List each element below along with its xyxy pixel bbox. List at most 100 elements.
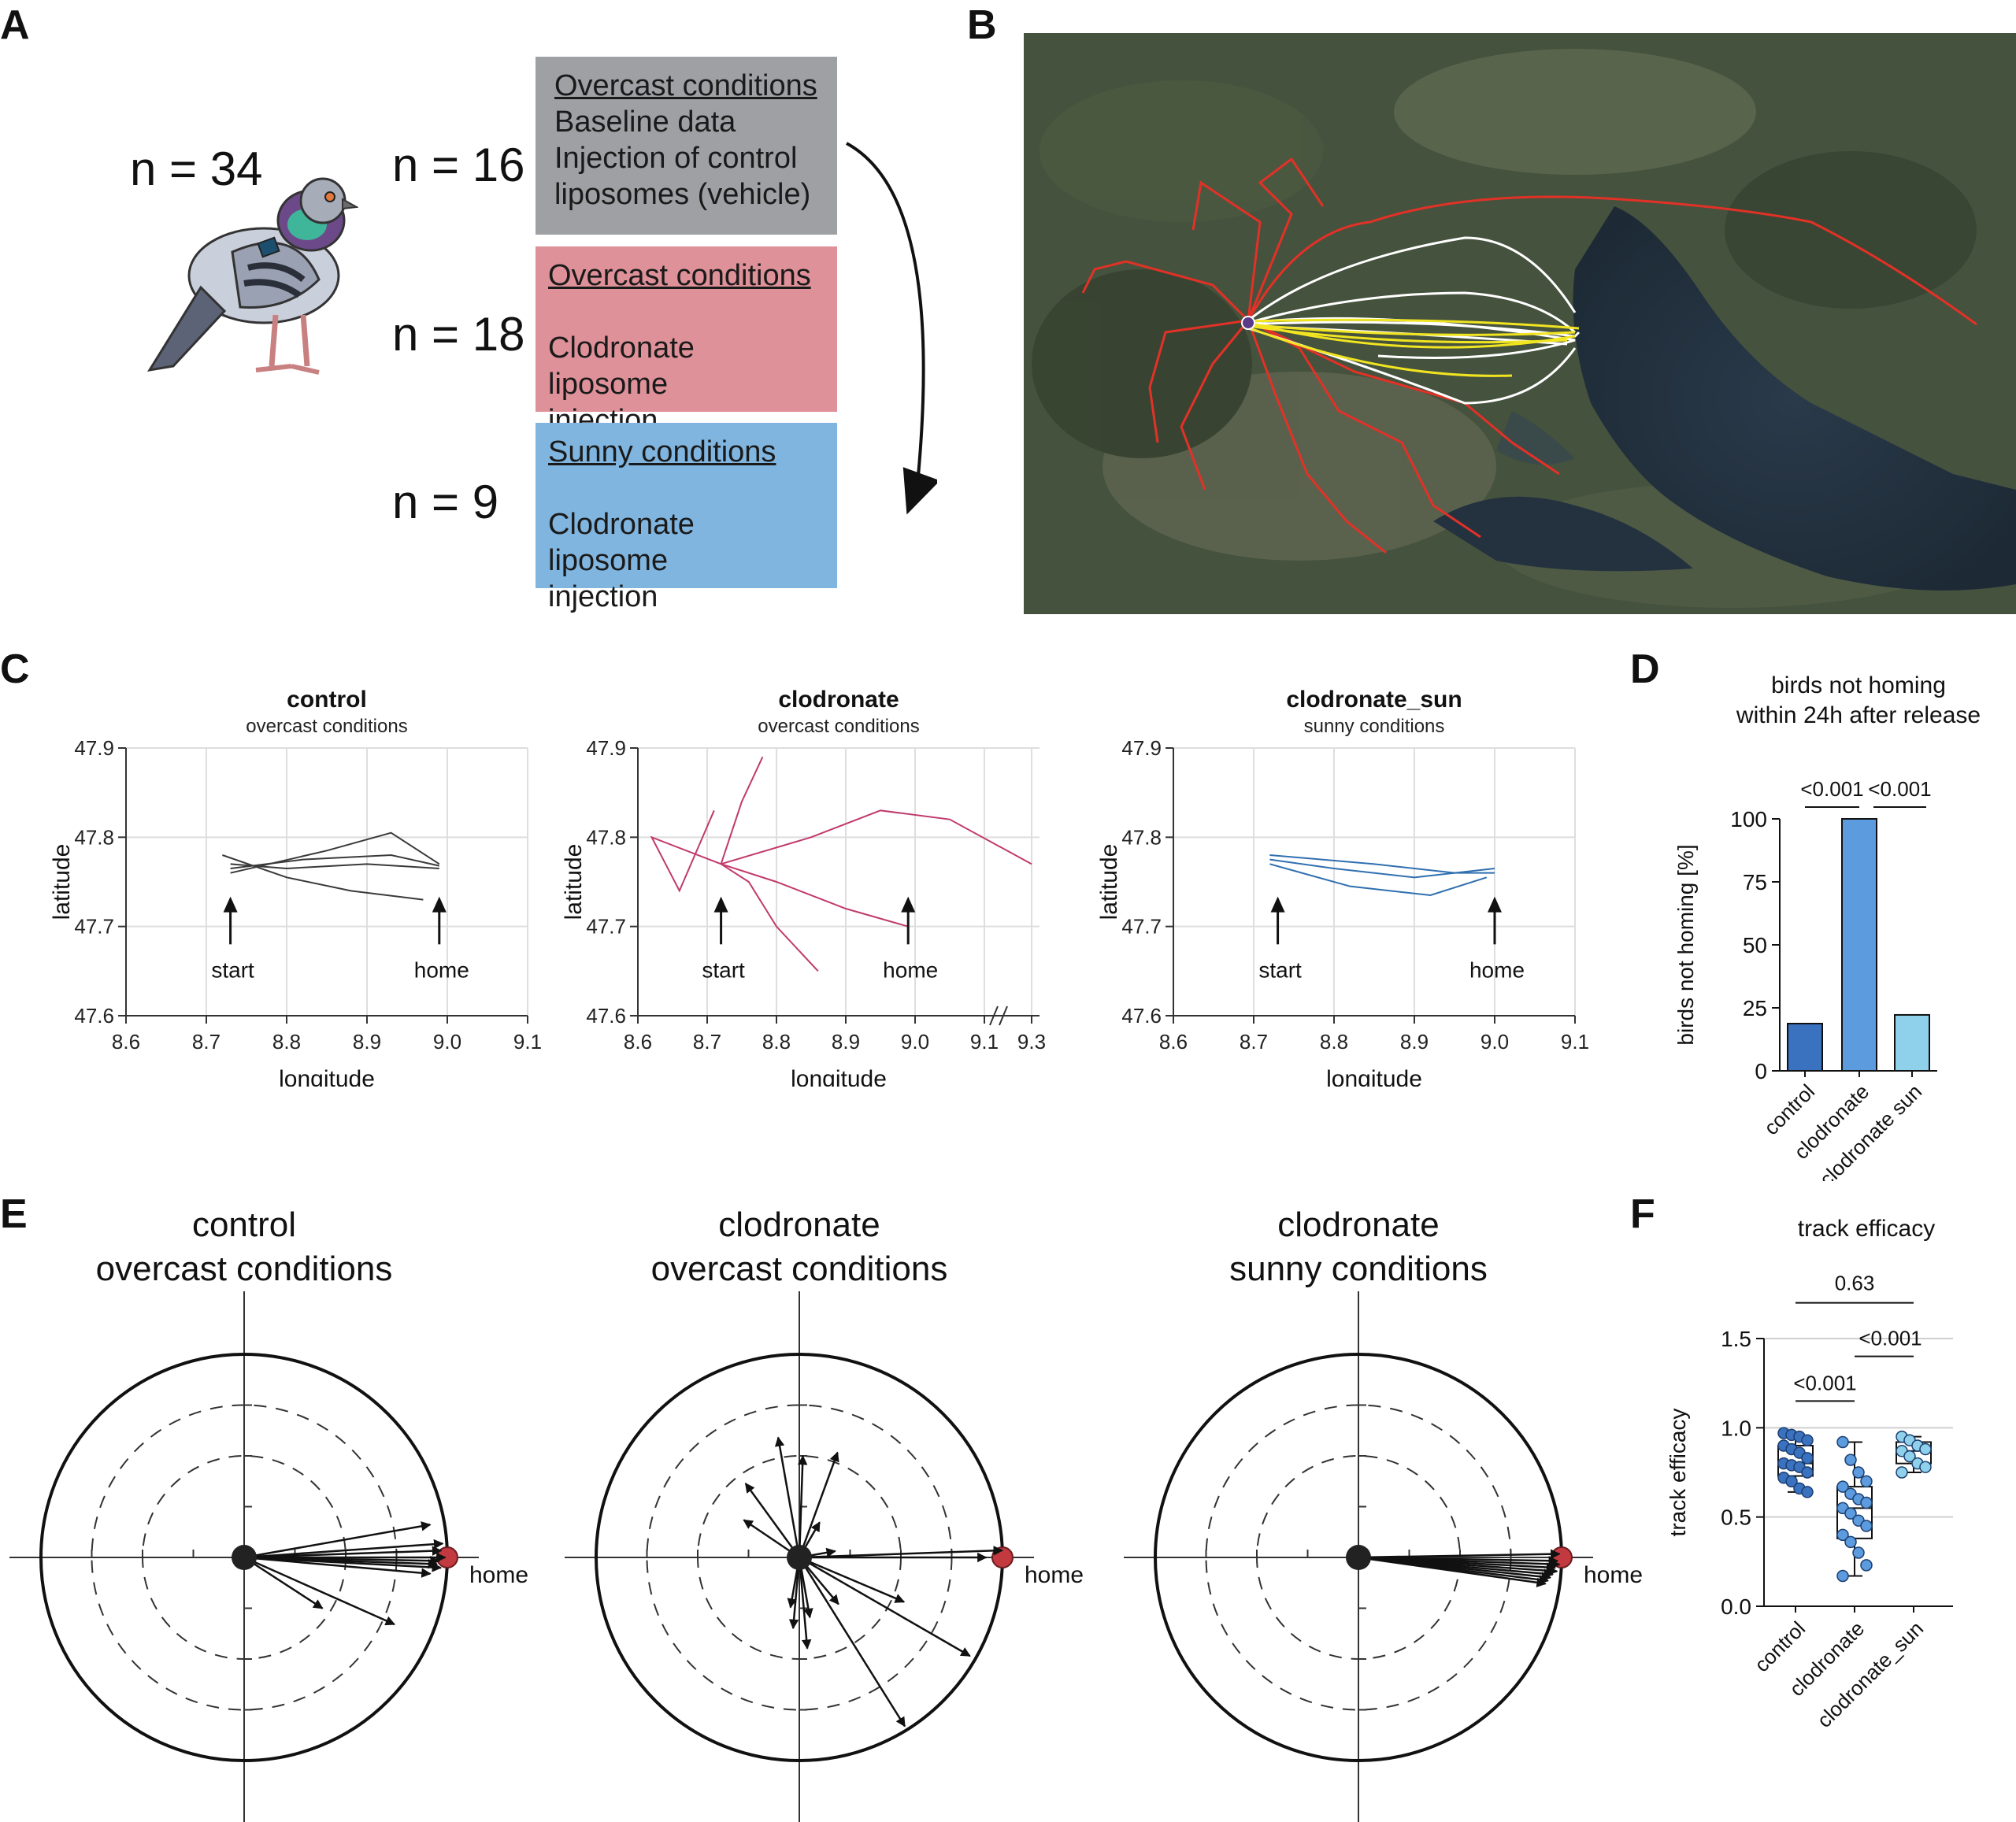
x-tick-label: 9.1 [970, 1030, 999, 1054]
group-box-sun: Sunny conditions Clodronate liposome inj… [536, 423, 837, 613]
x-tick-label: 9.1 [513, 1030, 542, 1054]
x-tick-label: 8.8 [762, 1030, 791, 1054]
n-group-2: n = 18 [392, 308, 525, 361]
vector-plot-2: clodronate overcast conditions home [565, 1205, 1084, 1822]
y-tick-label: 47.7 [586, 915, 626, 939]
group-box-clodronate: Overcast conditions Clodronate liposome … [536, 246, 837, 437]
data-point [1852, 1466, 1865, 1479]
x-axis-label: longitude [791, 1066, 887, 1087]
plot-subtitle: overcast conditions [651, 1250, 948, 1288]
x-tick-label: 8.6 [112, 1030, 140, 1054]
group-box-line: Baseline data [554, 106, 736, 139]
x-tick-label: 9.0 [901, 1030, 929, 1054]
plot-title: clodronate [718, 1205, 880, 1244]
home-label: home [1025, 1562, 1084, 1588]
y-tick-label: 47.9 [1121, 736, 1162, 760]
group-box-line: Injection of control [554, 142, 798, 175]
direction-vector [1358, 1556, 1549, 1585]
y-axis-label: latitude [1096, 844, 1122, 920]
x-tick-label: 9.1 [1561, 1030, 1589, 1054]
annotation-arrowhead [1270, 896, 1285, 913]
group-box-title: Overcast conditions [548, 259, 811, 292]
y-tick-label: 47.7 [1121, 915, 1162, 939]
sequence-arrow [846, 142, 937, 515]
direction-vector [243, 1556, 396, 1626]
group-box-title: Overcast conditions [554, 69, 817, 102]
x-tick-label: 8.9 [1400, 1030, 1429, 1054]
y-tick-label: 100 [1730, 807, 1767, 831]
data-point [1836, 1435, 1849, 1449]
data-point [1785, 1475, 1798, 1488]
chart-title: birds not homing [1771, 672, 1946, 698]
y-axis-label: birds not homing [%] [1673, 844, 1698, 1045]
tracks-clodronate [1081, 157, 1977, 554]
group-box-control: Overcast conditions Baseline data Inject… [536, 57, 837, 235]
data-point [1919, 1442, 1932, 1456]
direction-vector [1358, 1556, 1561, 1569]
group-box-line [548, 470, 820, 506]
y-tick-label: 47.6 [586, 1004, 626, 1028]
significance-label: <0.001 [1800, 777, 1863, 801]
y-axis-label: latitude [561, 844, 587, 920]
x-tick-label: 8.9 [832, 1030, 860, 1054]
x-tick-label: 8.8 [272, 1030, 301, 1054]
data-point [1836, 1480, 1849, 1493]
direction-vector [798, 1451, 839, 1558]
direction-vector [1358, 1556, 1558, 1576]
annotation-arrowhead [713, 896, 728, 913]
axis-break [989, 1005, 1008, 1026]
direction-vector [797, 1454, 808, 1558]
direction-vector [243, 1539, 444, 1559]
n-group-1: n = 16 [392, 139, 525, 191]
trajectory-line [222, 854, 424, 901]
annotation-label: home [1469, 957, 1525, 982]
data-point [1844, 1507, 1857, 1520]
direction-vector [799, 1556, 906, 1603]
release-site-marker [1241, 316, 1255, 330]
x-axis-label: longitude [1326, 1066, 1422, 1087]
x-tick-label: 8.7 [693, 1030, 721, 1054]
trajectory-line [1269, 854, 1495, 874]
plot-subtitle: sunny conditions [1304, 716, 1445, 737]
trajectory-line [721, 863, 819, 972]
direction-vector [243, 1556, 443, 1572]
plot-subtitle: overcast conditions [758, 716, 919, 737]
y-tick-label: 47.6 [1121, 1004, 1162, 1028]
panel-label-f: F [1630, 1191, 1655, 1237]
y-tick-label: 0 [1755, 1059, 1767, 1083]
plot-title: clodronate [1277, 1205, 1439, 1244]
direction-vector [799, 1556, 971, 1657]
plot-title: control [287, 687, 367, 713]
y-axis-label: track efficacy [1666, 1409, 1690, 1537]
direction-vector [798, 1557, 812, 1650]
panel-c-trajectories: 8.6 8.7 8.8 8.9 9.0 9.1 47.6 47.7 47.8 47.9 contro… [49, 687, 1589, 1087]
data-point [1903, 1450, 1916, 1463]
direction-vector [243, 1521, 432, 1559]
direction-vector [243, 1556, 432, 1578]
direction-vector [798, 1557, 906, 1728]
direction-vector [1358, 1549, 1561, 1559]
significance-label: <0.001 [1858, 1327, 1922, 1350]
direction-vector [243, 1546, 443, 1559]
panel-label-e: E [0, 1191, 28, 1237]
n-total: n = 34 [130, 143, 263, 195]
y-tick-label: 47.8 [74, 825, 114, 849]
bar-clodronate [1841, 818, 1877, 1072]
home-label: home [1584, 1562, 1643, 1588]
y-tick-label: 1.0 [1721, 1416, 1751, 1440]
annotation-label: start [1258, 957, 1302, 982]
panel-label-a: A [0, 2, 30, 48]
x-tick-label: 8.8 [1320, 1030, 1348, 1054]
data-point [1919, 1461, 1932, 1473]
origin-dot [1346, 1545, 1371, 1570]
x-axis-label: longitude [279, 1066, 375, 1087]
satellite-map [1024, 33, 2016, 614]
direction-vector [243, 1556, 324, 1609]
data-point [1860, 1520, 1873, 1532]
y-tick-label: 47.9 [74, 736, 114, 760]
significance-label: <0.001 [1793, 1371, 1856, 1394]
